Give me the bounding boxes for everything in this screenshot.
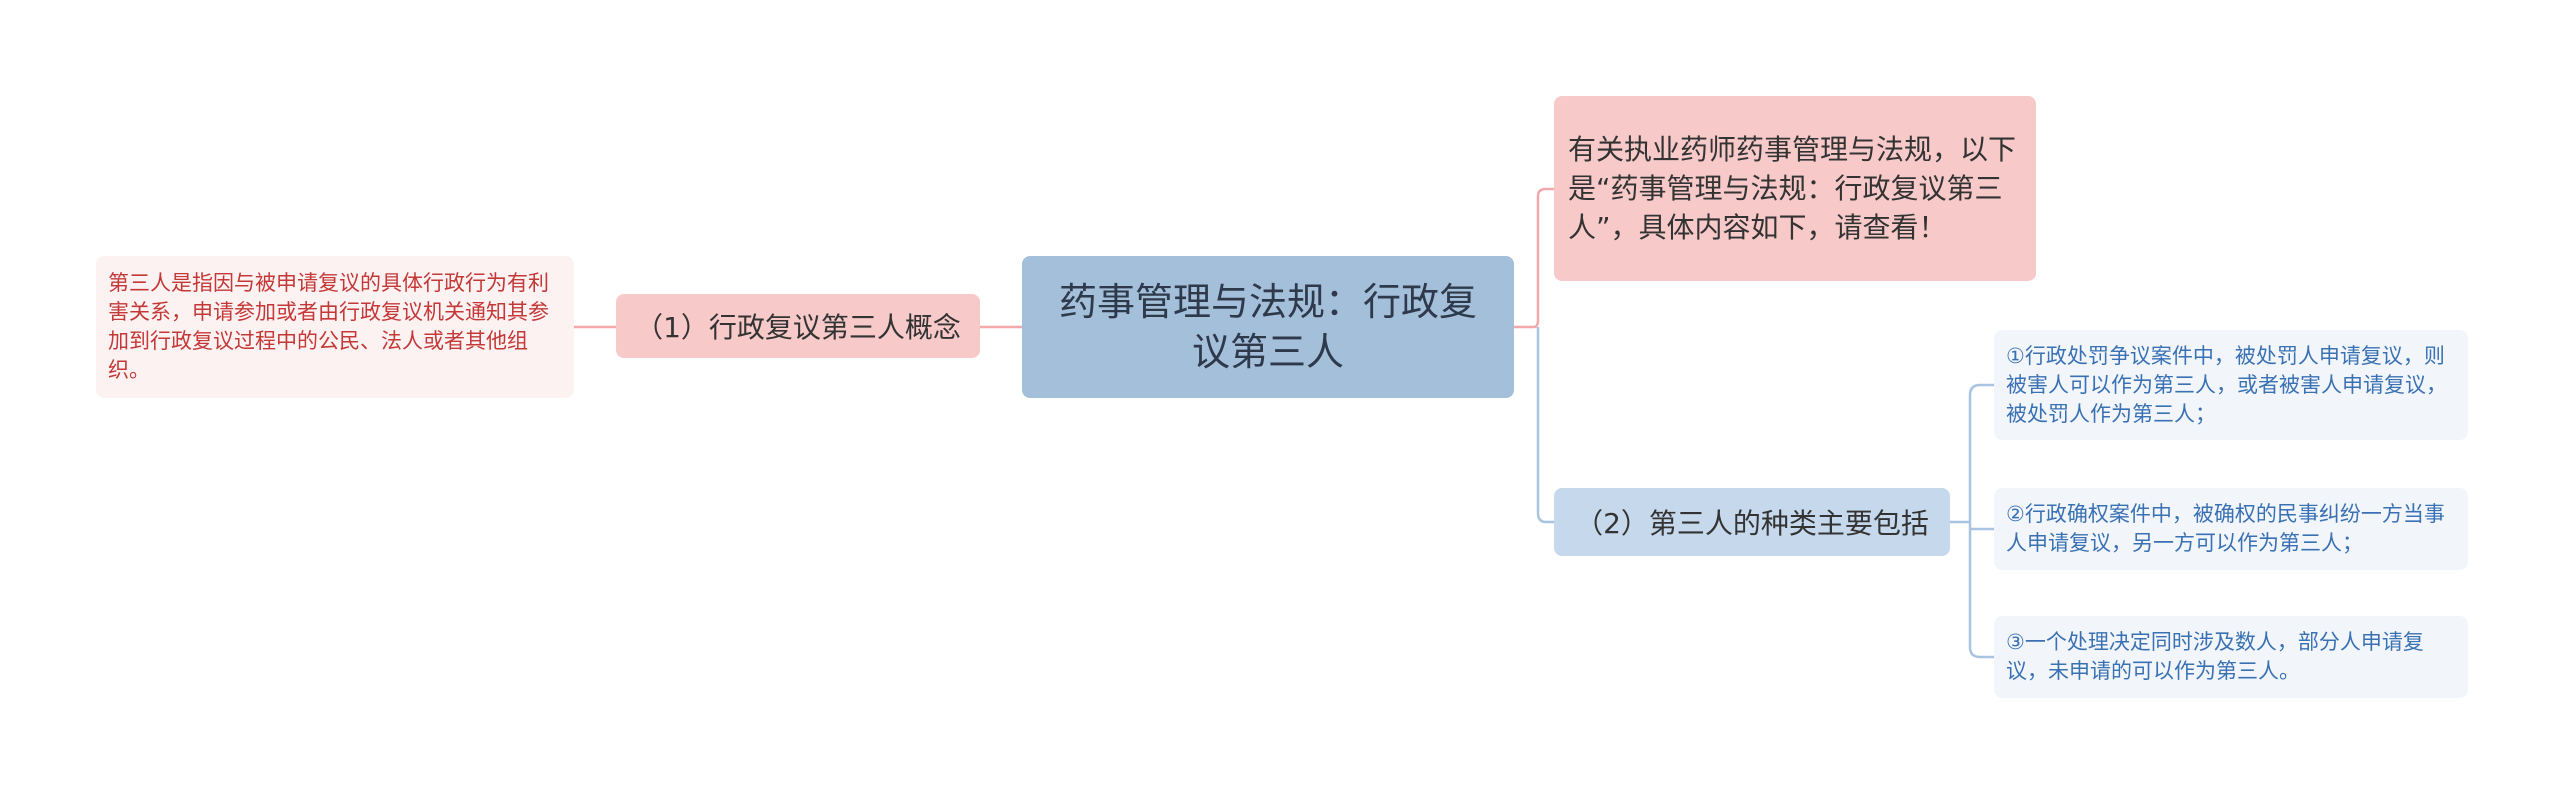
connector-center-right: [1536, 327, 1554, 524]
branch-third-party-concept-label: （1）行政复议第三人概念: [635, 311, 961, 344]
intro-note[interactable]: 有关执业药师药事管理与法规，以下是“药事管理与法规：行政复议第三人”，具体内容如…: [1554, 96, 2036, 281]
leaf-rights-confirmation[interactable]: ②行政确权案件中，被确权的民事纠纷一方当事人申请复议，另一方可以作为第三人；: [1994, 488, 2468, 570]
connector-right-fork: [1968, 383, 1994, 659]
connector-center-intro: [1514, 187, 1554, 329]
branch-third-party-types-label: （2）第三人的种类主要包括: [1575, 507, 1929, 540]
leaf-penalty-dispute-text: ①行政处罚争议案件中，被处罚人申请复议，则被害人可以作为第三人，或者被害人申请复…: [2006, 343, 2447, 426]
leaf-third-party-definition[interactable]: 第三人是指因与被申请复议的具体行政行为有利害关系，申请参加或者由行政复议机关通知…: [96, 256, 574, 398]
central-topic-line1: 药事管理与法规：行政复: [1058, 280, 1477, 324]
leaf-rights-confirmation-text: ②行政确权案件中，被确权的民事纠纷一方当事人申请复议，另一方可以作为第三人；: [2006, 502, 2445, 555]
leaf-third-party-definition-text: 第三人是指因与被申请复议的具体行政行为有利害关系，申请参加或者由行政复议机关通知…: [108, 271, 549, 382]
branch-third-party-concept[interactable]: （1）行政复议第三人概念: [616, 294, 980, 358]
central-topic-line2: 议第三人: [1191, 330, 1344, 374]
leaf-multiple-parties-text: ③一个处理决定同时涉及数人，部分人申请复议，未申请的可以作为第三人。: [2006, 630, 2424, 683]
intro-note-text: 有关执业药师药事管理与法规，以下是“药事管理与法规：行政复议第三人”，具体内容如…: [1568, 133, 2017, 244]
branch-third-party-types[interactable]: （2）第三人的种类主要包括: [1554, 488, 1950, 556]
leaf-penalty-dispute[interactable]: ①行政处罚争议案件中，被处罚人申请复议，则被害人可以作为第三人，或者被害人申请复…: [1994, 330, 2468, 440]
central-topic[interactable]: 药事管理与法规：行政复 议第三人: [1022, 256, 1514, 398]
leaf-multiple-parties[interactable]: ③一个处理决定同时涉及数人，部分人申请复议，未申请的可以作为第三人。: [1994, 616, 2468, 698]
